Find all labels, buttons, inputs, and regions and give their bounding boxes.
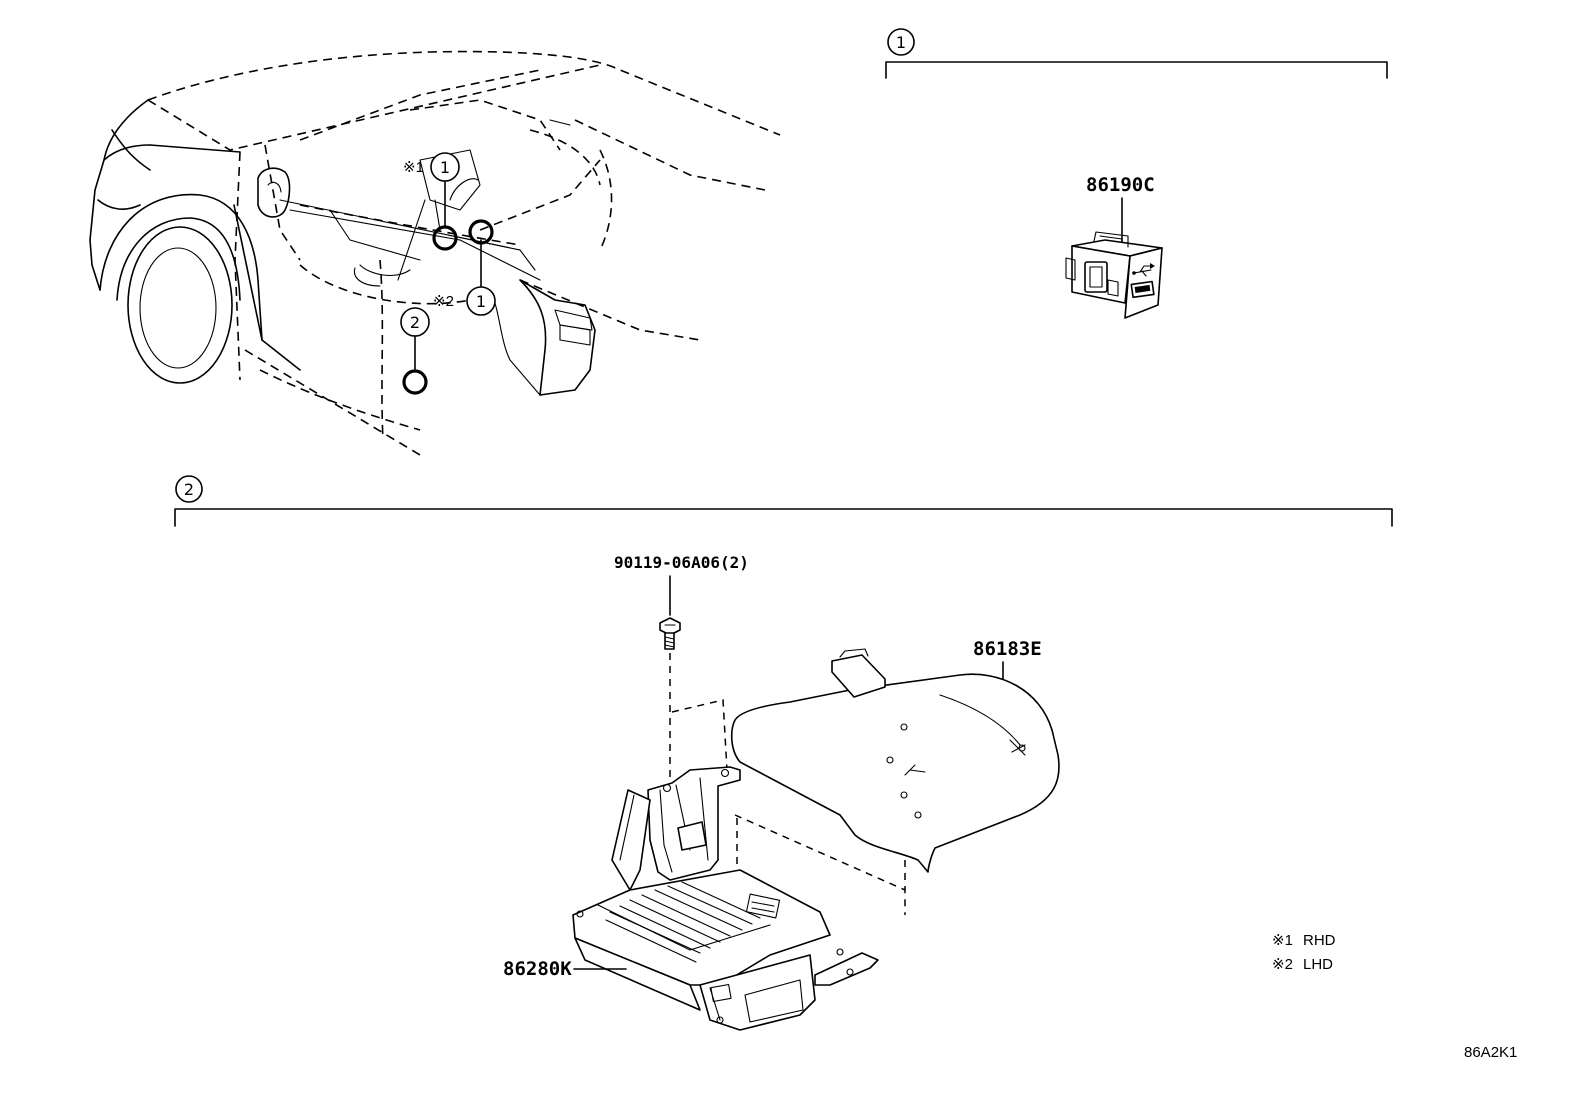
lhd-mark: ※2 [433,293,454,310]
callout-1-lower [466,286,496,316]
cover-part-number: 86183E [973,638,1042,660]
amplifier-location-marker [402,369,428,395]
rhd-mark: ※1 [403,159,424,176]
amplifier-module [572,766,879,1031]
callout-1-lower-label: 1 [476,292,486,311]
bolt-icon [659,617,681,650]
notes-legend: ※1 RHD ※2 LHD [1272,932,1336,973]
section-2-ref-circle [175,475,203,503]
usb-location-marker-rhd [432,225,458,251]
section-1-ref-circle [887,28,915,56]
usb-location-marker-lhd [468,219,494,245]
note-1-mark: ※1 [1272,932,1293,949]
section-1-ref: 1 [896,33,906,52]
callout-2-label: 2 [410,313,420,332]
usb-port-icon [1065,231,1163,319]
section-1-bracket [885,61,1388,79]
callout-1-upper [430,152,460,182]
callout-1-upper-label: 1 [440,158,450,177]
module-part-number: 86280K [503,958,572,980]
bolt-part-number: 90119-06A06(2) [614,553,749,572]
amplifier-cover [730,648,1060,873]
note-2-text: LHD [1303,956,1333,973]
note-1-text: RHD [1303,932,1336,949]
illustration-code: 86A2K1 [1464,1044,1517,1061]
vehicle-illustration [89,50,781,456]
vehicle-callouts: 1 ※1 1 ※2 2 [397,152,496,395]
section-2: 2 90119-06A06(2) 86183E [174,475,1393,1031]
section-1: 1 86190C [885,28,1388,319]
usb-port-part-number: 86190C [1086,174,1155,196]
note-2-mark: ※2 [1272,956,1293,973]
section-2-ref: 2 [184,480,194,499]
section-2-bracket [174,508,1393,527]
callout-2 [400,307,430,337]
